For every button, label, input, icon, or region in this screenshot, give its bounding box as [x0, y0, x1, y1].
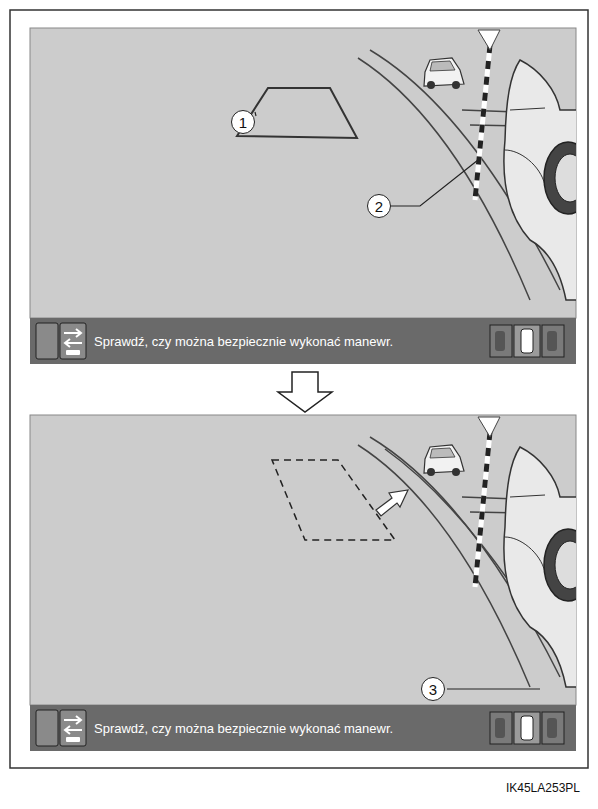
- message-bar: Sprawdź, czy można bezpiecznie wykonać m…: [90, 318, 397, 364]
- message-bar: Sprawdź, czy można bezpiecznie wykonać m…: [90, 705, 397, 751]
- callout-number: 1: [231, 110, 255, 134]
- message-text: Sprawdź, czy można bezpiecznie wykonać m…: [94, 721, 393, 736]
- figure-code: IK45LA253PL: [506, 781, 580, 795]
- callout-number: 3: [421, 677, 445, 701]
- message-text: Sprawdź, czy można bezpiecznie wykonać m…: [94, 334, 393, 349]
- callout-number: 2: [367, 194, 391, 218]
